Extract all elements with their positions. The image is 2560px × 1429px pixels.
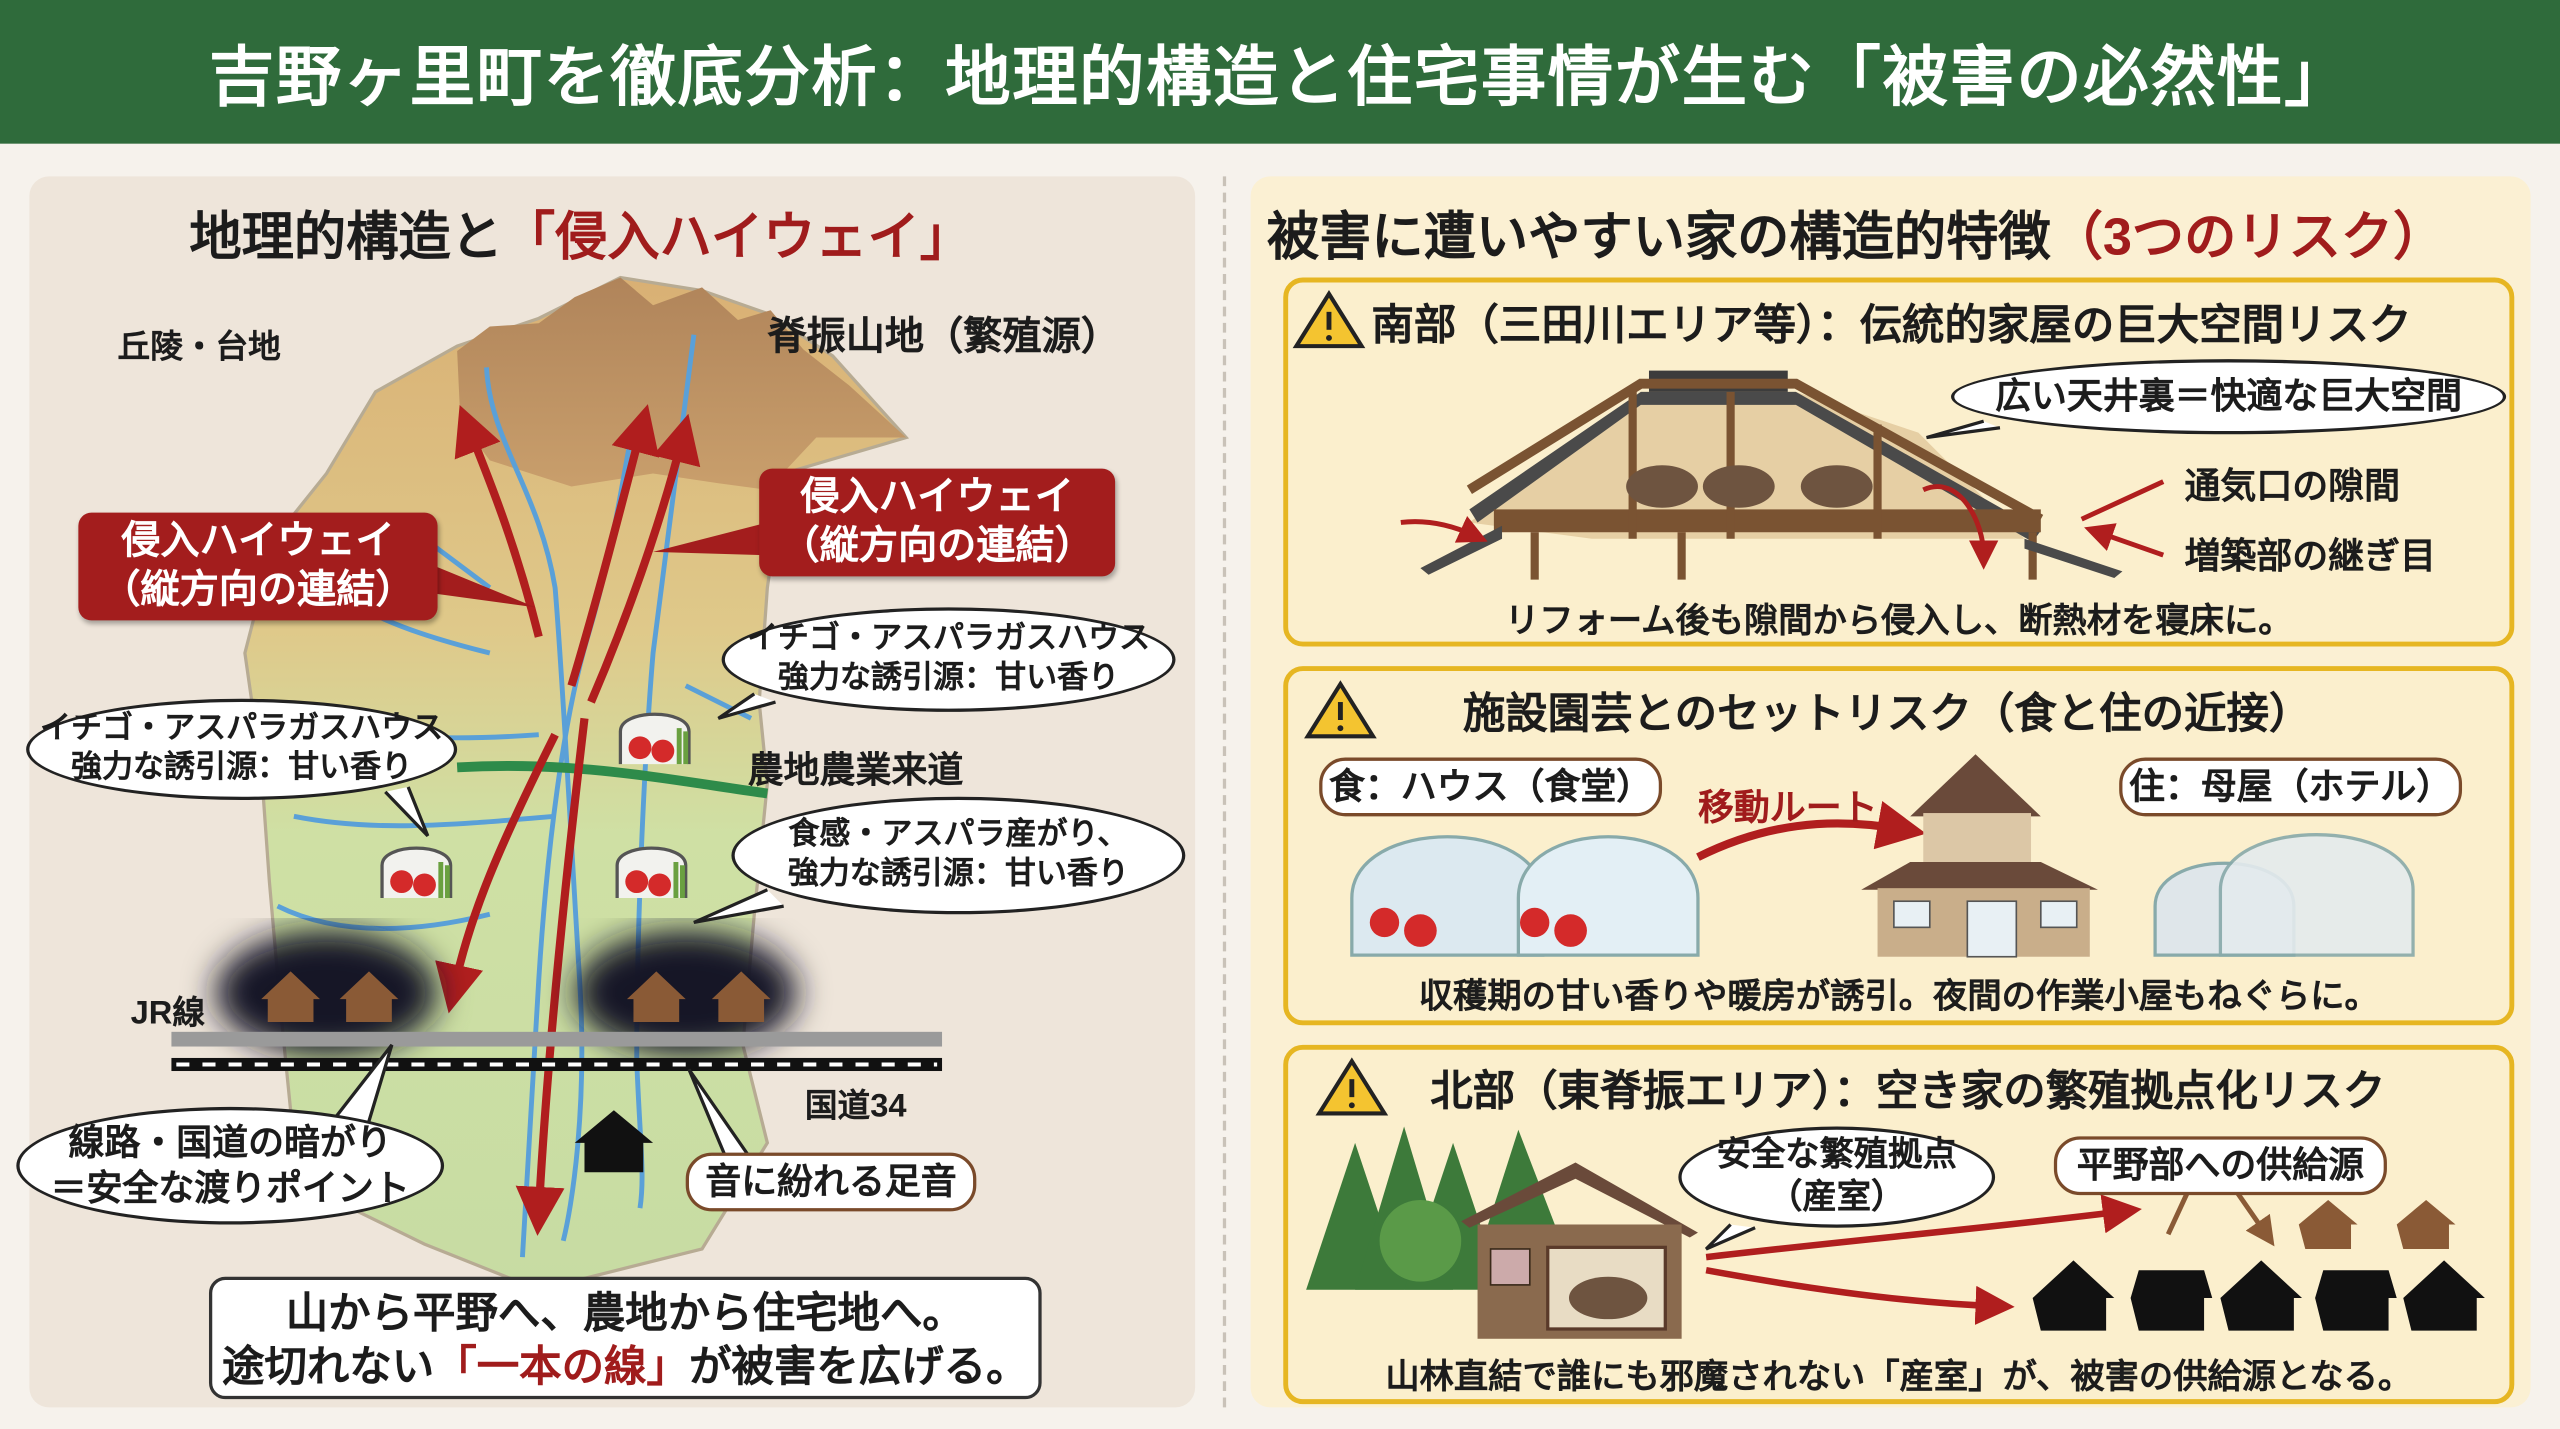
line2: （縦方向の連結） bbox=[101, 568, 415, 613]
line2: ＝安全な渡りポイント bbox=[50, 1167, 410, 1209]
label-route: 移動ルート bbox=[1697, 786, 1878, 828]
raccoon-icons bbox=[1626, 465, 1873, 508]
tag-main-house: 住：母屋（ホテル） bbox=[2119, 757, 2463, 817]
line1: 食感・アスパラ産がり、 bbox=[788, 817, 1129, 853]
line1: イチゴ・アスパラガスハウス bbox=[746, 622, 1151, 657]
title-main: 地理的構造と bbox=[189, 207, 503, 267]
dark-zones bbox=[215, 930, 797, 1055]
bubble-greenhouse-right: イチゴ・アスパラガスハウス強力な誘引源：甘い香り bbox=[721, 607, 1176, 712]
route34-road bbox=[171, 1057, 943, 1072]
risk2-heading: 施設園芸とのセットリスク（食と住の近接） bbox=[1462, 688, 2312, 738]
highway-label-right: 侵入ハイウェイ（縦方向の連結） bbox=[759, 468, 1116, 577]
supply-arrow-down bbox=[1705, 1266, 2015, 1325]
main-house-icon bbox=[1861, 754, 2098, 958]
line2: （産室） bbox=[1768, 1178, 1906, 1217]
sleeping-raccoon-icon bbox=[1568, 1276, 1648, 1320]
summary-box: 山から平野へ、農地から住宅地へ。 途切れない「一本の線」が被害を広げる。 bbox=[208, 1276, 1042, 1400]
right-panel-title: 被害に遭いやすい家の構造的特徴（3つのリスク） bbox=[1267, 196, 2445, 271]
tag-footsteps: 音に紛れる足音 bbox=[685, 1152, 977, 1212]
bubble-crossing: 線路・国道の暗がり＝安全な渡りポイント bbox=[16, 1106, 445, 1225]
summary-highlight: 「一本の線」 bbox=[434, 1342, 689, 1392]
title-highlight: 「侵入ハイウェイ」 bbox=[502, 207, 973, 267]
label-hills: 丘陵・台地 bbox=[117, 329, 281, 366]
risk2-caption: 収穫期の甘い香りや暖房が誘引。夜間の作業小屋もねぐらに。 bbox=[1418, 977, 2379, 1016]
bubble-asparagus: 食感・アスパラ産がり、強力な誘引源：甘い香り bbox=[731, 796, 1186, 915]
line1: 侵入ハイウェイ bbox=[121, 519, 395, 564]
title-highlight: （3つのリスク） bbox=[2050, 207, 2446, 267]
line1: 侵入ハイウェイ bbox=[800, 475, 1074, 520]
bubble-tails bbox=[333, 692, 784, 1161]
line1: 安全な繁殖拠点 bbox=[1716, 1136, 1957, 1174]
risk1-heading: 南部（三田川エリア等）：伝統的家屋の巨大空間リスク bbox=[1371, 300, 2412, 350]
line2: 強力な誘引源：甘い香り bbox=[787, 857, 1129, 892]
mountain-range bbox=[457, 277, 907, 490]
label-route34: 国道34 bbox=[804, 1088, 907, 1125]
left-panel-title: 地理的構造と「侵入ハイウェイ」 bbox=[189, 196, 972, 271]
divider bbox=[1222, 176, 1227, 1408]
risk1-caption: リフォーム後も隙間から侵入し、断熱材を寝床に。 bbox=[1504, 602, 2293, 640]
warning-icon-risk2 bbox=[1304, 680, 1377, 739]
summary-line1: 山から平野へ、農地から住宅地へ。 bbox=[285, 1288, 965, 1338]
traditional-house-illustration bbox=[1400, 370, 2165, 580]
tag-food-house: 食：ハウス（食堂） bbox=[1319, 757, 1663, 817]
line1: 線路・国道の暗がり bbox=[68, 1121, 392, 1163]
intrusion-arrows bbox=[435, 404, 701, 1236]
abandoned-house bbox=[1461, 1162, 1698, 1339]
supply-arrow-up bbox=[1705, 1194, 2142, 1261]
house-icons-brown bbox=[261, 971, 771, 1023]
label-mountains: 脊振山地（繁殖源） bbox=[767, 315, 1120, 360]
risk3-heading: 北部（東脊振エリア）：空き家の繁殖拠点化リスク bbox=[1430, 1066, 2386, 1116]
line2: 強力な誘引源：甘い香り bbox=[70, 751, 413, 786]
warning-icon-risk1 bbox=[1292, 290, 1366, 349]
line2: （縦方向の連結） bbox=[780, 524, 1094, 569]
jr-rail bbox=[171, 1031, 943, 1047]
risk1-bubble: 広い天井裏＝快適な巨大空間 bbox=[1951, 359, 2507, 435]
risk3-caption: 山林直結で誰にも邪魔されない「産室」が、被害の供給源となる。 bbox=[1385, 1358, 2413, 1396]
dark-house-icon bbox=[574, 1110, 654, 1173]
work-greenhouses bbox=[2153, 833, 2415, 957]
line2: 強力な誘引源：甘い香り bbox=[777, 661, 1120, 696]
label-farm-road: 農地農業来道 bbox=[747, 749, 964, 791]
tag-supply-source: 平野部への供給源 bbox=[2053, 1136, 2387, 1196]
summary-line2: 途切れない「一本の線」が被害を広げる。 bbox=[212, 1340, 1038, 1394]
label-jr-line: JR線 bbox=[130, 995, 206, 1032]
line1: イチゴ・アスパラガスハウス bbox=[39, 711, 444, 747]
brown-house-icons bbox=[2298, 1199, 2456, 1249]
header-bar: 吉野ヶ里町を徹底分析：地理的構造と住宅事情が生む「被害の必然性」 bbox=[0, 0, 2560, 144]
bubble-greenhouse-left: イチゴ・アスパラガスハウス強力な誘引源：甘い香り bbox=[26, 698, 458, 800]
title-main: 被害に遭いやすい家の構造的特徴 bbox=[1266, 207, 2051, 267]
warning-icon-risk3 bbox=[1315, 1057, 1389, 1116]
farm-road bbox=[456, 760, 769, 799]
label-extension-joint: 増築部の継ぎ目 bbox=[2184, 535, 2436, 577]
route-arrow bbox=[1696, 800, 1927, 861]
risk3-bubble: 安全な繁殖拠点 （産室） bbox=[1678, 1126, 1996, 1228]
greenhouse-icons bbox=[380, 712, 691, 898]
summary-post: が被害を広げる。 bbox=[688, 1342, 1029, 1392]
highway-label-left: 侵入ハイウェイ（縦方向の連結） bbox=[78, 512, 438, 621]
page-title: 吉野ヶ里町を徹底分析：地理的構造と住宅事情が生む「被害の必然性」 bbox=[208, 42, 2352, 115]
label-vent-gap: 通気口の隙間 bbox=[2184, 465, 2401, 507]
strawberry-greenhouses bbox=[1350, 835, 1700, 957]
summary-pre: 途切れない bbox=[221, 1342, 435, 1392]
black-house-icons bbox=[2032, 1260, 2485, 1331]
